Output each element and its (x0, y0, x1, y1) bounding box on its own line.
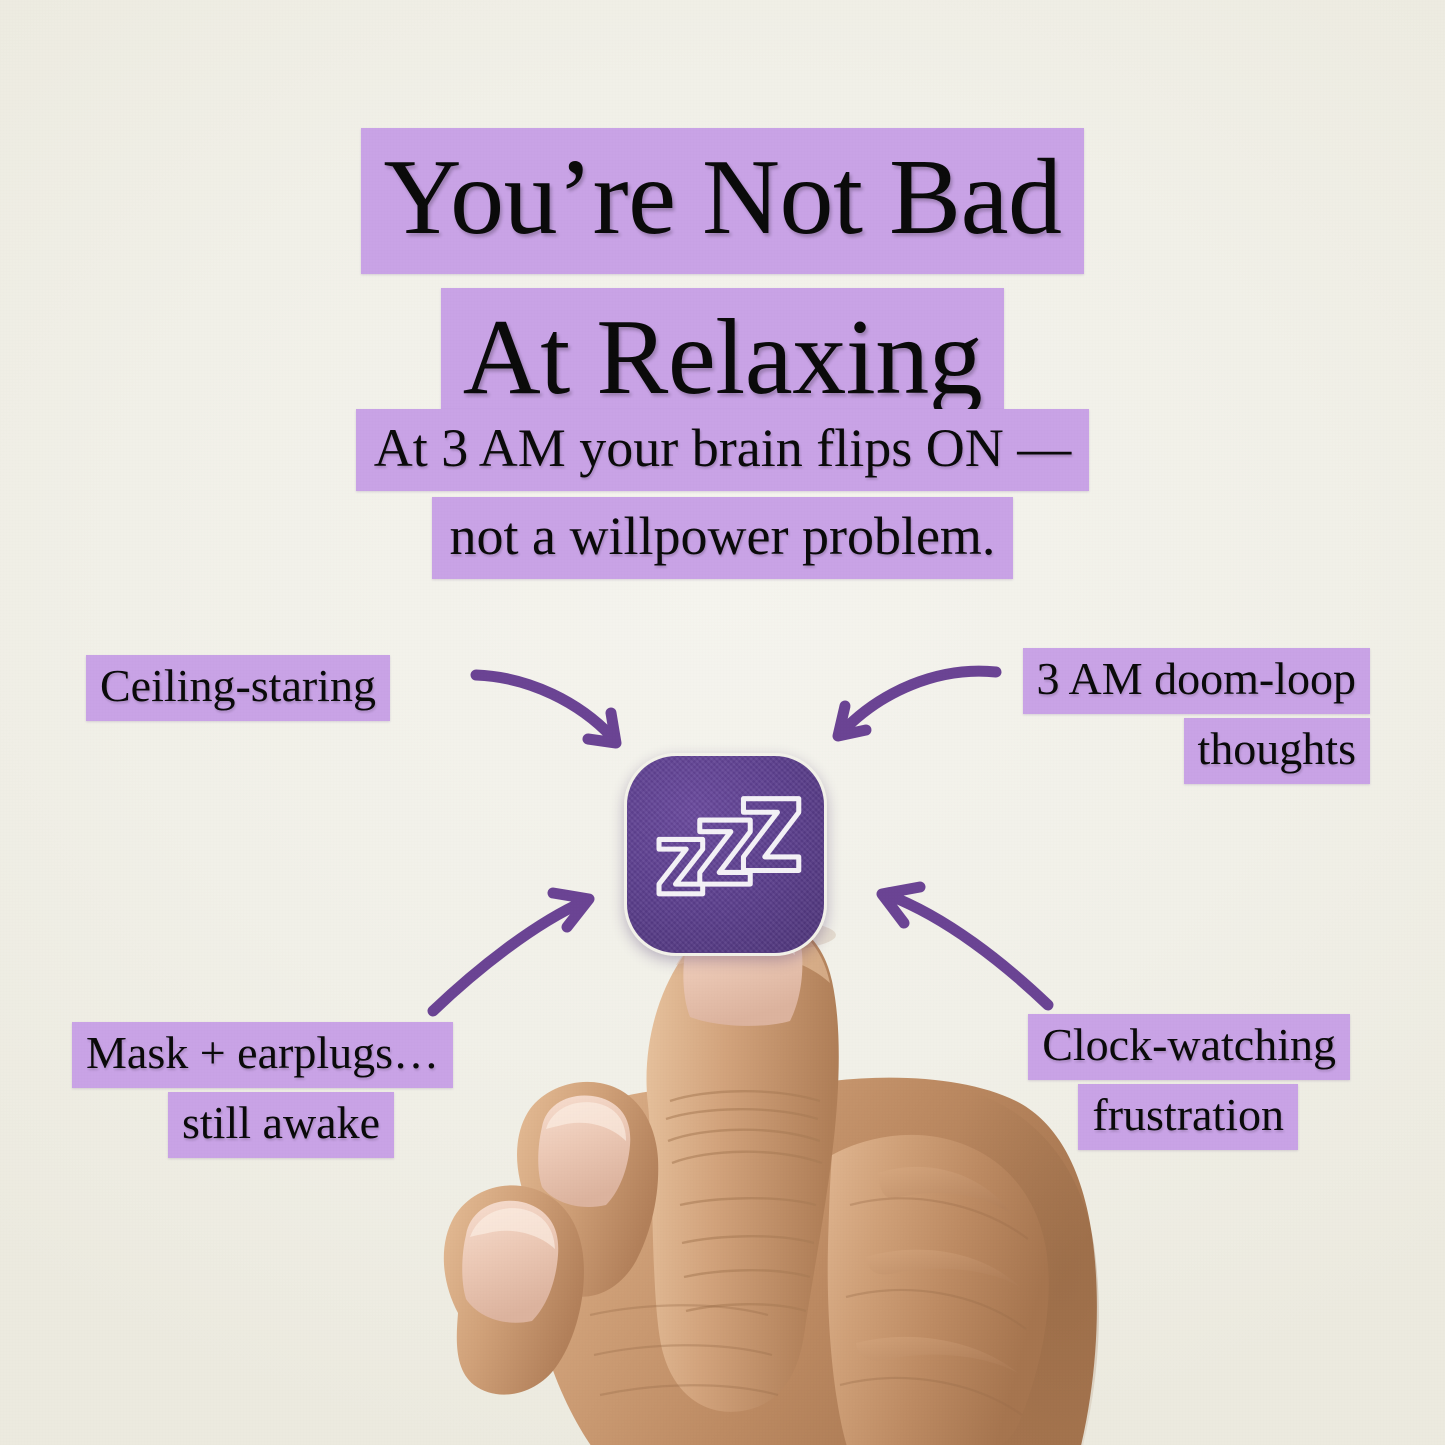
callout-ceiling-staring-line-1: Ceiling-staring (86, 655, 390, 721)
callout-clock-watching: Clock-watching frustration (690, 1014, 1350, 1150)
arrow-ceiling-staring-icon (470, 669, 622, 749)
callout-ceiling-staring: Ceiling-staring (86, 655, 390, 721)
headline-line-1: You’re Not Bad (361, 128, 1084, 274)
subtitle: At 3 AM your brain flips ON — not a will… (0, 409, 1445, 579)
callout-mask-earplugs-line-1: Mask + earplugs… (72, 1022, 453, 1088)
arrow-mask-earplugs-icon (427, 887, 595, 1017)
callout-mask-earplugs-line-2: still awake (168, 1092, 394, 1158)
sleep-patch-sticker[interactable] (624, 753, 827, 956)
arrow-doom-loop-icon (832, 665, 1002, 742)
thumb (827, 1134, 1049, 1445)
callout-clock-watching-line-2: frustration (1078, 1084, 1298, 1150)
callout-clock-watching-line-1: Clock-watching (1028, 1014, 1350, 1080)
index-finger (646, 916, 839, 1412)
zzz-sleep-icon (656, 796, 802, 897)
callout-doom-loop-line-2: thoughts (1183, 718, 1370, 784)
headline: You’re Not Bad At Relaxing (0, 128, 1445, 434)
subtitle-line-2: not a willpower problem. (431, 497, 1014, 579)
hand-holding-sticker (443, 908, 1099, 1445)
callout-doom-loop-line-1: 3 AM doom-loop (1022, 648, 1370, 714)
arrow-clock-watching-icon (876, 881, 1054, 1011)
callout-mask-earplugs: Mask + earplugs… still awake (72, 1022, 522, 1158)
callout-doom-loop: 3 AM doom-loop thoughts (745, 648, 1370, 784)
subtitle-line-1: At 3 AM your brain flips ON — (355, 409, 1090, 491)
